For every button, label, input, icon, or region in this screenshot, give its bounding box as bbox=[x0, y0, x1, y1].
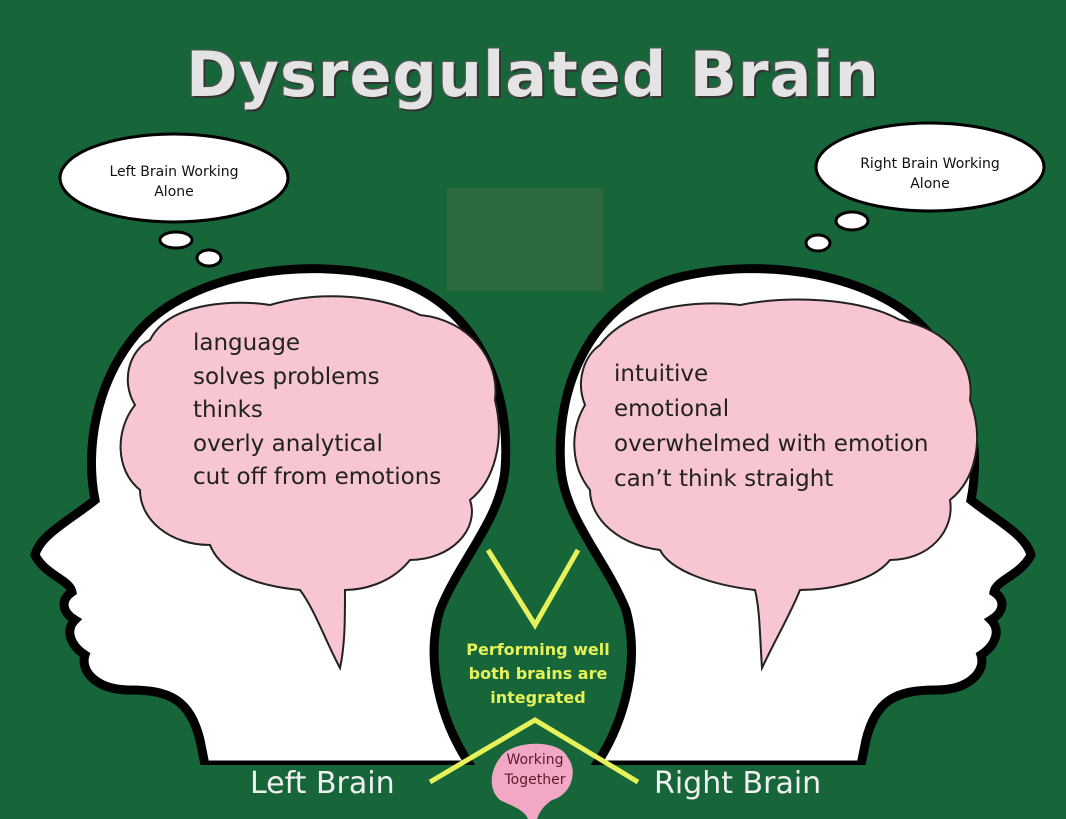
left-thought-bubble bbox=[58, 132, 290, 224]
right-trait: can’t think straight bbox=[614, 466, 834, 492]
working-together-text: Working Together bbox=[504, 752, 566, 788]
right-thought-text: Right Brain Working Alone bbox=[860, 156, 1000, 192]
placeholder-box bbox=[447, 188, 603, 291]
right-traits: intuitive emotional overwhelmed with emo… bbox=[614, 357, 928, 497]
left-trait: solves problems bbox=[193, 363, 380, 390]
v-connector bbox=[485, 548, 581, 630]
working-together-brain bbox=[491, 743, 573, 819]
right-brain-label: Right Brain bbox=[654, 766, 822, 801]
page-title: Dysregulated Brain bbox=[186, 38, 880, 111]
right-thought-bubble bbox=[814, 121, 1046, 213]
right-trait: overwhelmed with emotion bbox=[614, 431, 929, 457]
roof-connector bbox=[428, 717, 640, 785]
left-trait: thinks bbox=[193, 397, 263, 423]
right-thought-dot bbox=[834, 210, 870, 232]
integrated-text: Performing well both brains are integrat… bbox=[466, 640, 610, 707]
right-trait: emotional bbox=[614, 396, 730, 422]
left-thought-dot bbox=[158, 230, 194, 250]
right-trait: intuitive bbox=[614, 361, 709, 387]
left-thought-text: Left Brain Working Alone bbox=[109, 164, 239, 200]
right-thought-dot bbox=[804, 233, 832, 253]
left-brain bbox=[119, 295, 500, 671]
right-brain bbox=[573, 298, 978, 672]
left-trait: language bbox=[193, 330, 301, 356]
left-trait: overly analytical bbox=[193, 430, 383, 457]
left-brain-label: Left Brain bbox=[250, 766, 395, 801]
left-thought-dot bbox=[195, 248, 223, 268]
left-traits: language solves problems thinks overly a… bbox=[193, 327, 441, 495]
left-trait: cut off from emotions bbox=[193, 464, 442, 490]
